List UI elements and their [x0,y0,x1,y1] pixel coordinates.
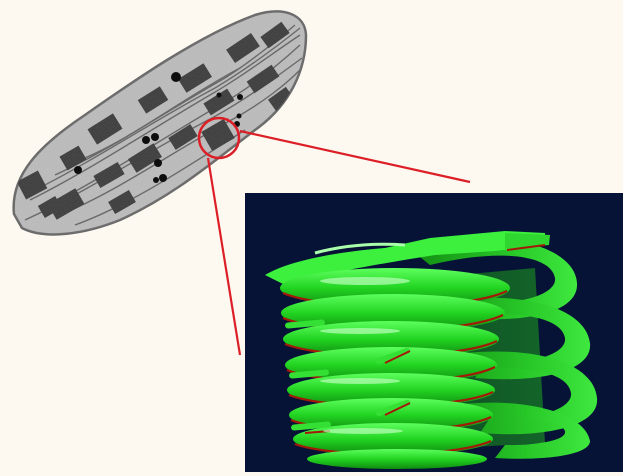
thylakoid-model-panel [245,193,623,472]
granum-discs [280,268,510,469]
thylakoid-3d-model [245,193,623,472]
